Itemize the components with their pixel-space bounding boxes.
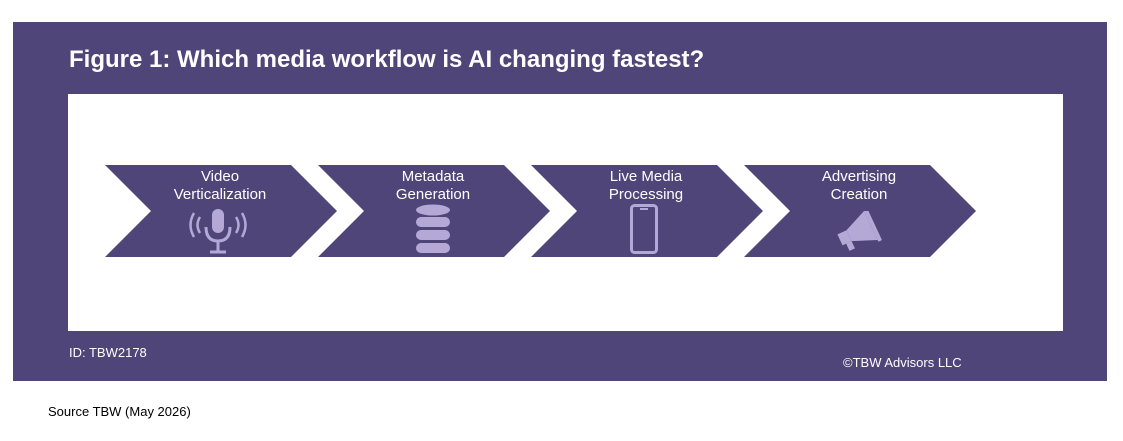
step-label-line2: Creation — [830, 186, 888, 203]
step-label-line2: Generation — [395, 186, 471, 203]
step-label: Live Media Processing — [581, 168, 711, 204]
process-step-advertising-creation: Advertising Creation — [744, 165, 976, 257]
chevron-shape — [744, 165, 976, 257]
step-label: Metadata Generation — [368, 168, 498, 204]
step-label-line2: Verticalization — [173, 186, 267, 203]
figure-frame: Figure 1: Which media workflow is AI cha… — [13, 22, 1107, 381]
step-label-line1: Advertising — [821, 168, 897, 185]
process-panel: Video Verticalization Metadata Genera — [68, 94, 1063, 331]
step-label: Advertising Creation — [794, 168, 924, 204]
database-icon — [416, 204, 450, 253]
smartphone-icon — [630, 204, 658, 254]
chevron-shape — [531, 165, 763, 257]
microphone-icon — [189, 209, 247, 254]
figure-id: ID: TBW2178 — [69, 345, 147, 360]
process-step-live-media-processing: Live Media Processing — [531, 165, 763, 257]
step-label: Video Verticalization — [155, 168, 285, 204]
step-label-line1: Metadata — [401, 168, 465, 185]
step-label-line1: Live Media — [609, 168, 683, 185]
source-note: Source TBW (May 2026) — [48, 404, 191, 419]
step-label-line1: Video — [200, 168, 240, 185]
step-label-line2: Processing — [608, 186, 684, 203]
copyright-notice: ©TBW Advisors LLC — [843, 355, 962, 370]
megaphone-icon — [837, 211, 882, 251]
process-step-video-verticalization: Video Verticalization — [105, 165, 337, 257]
process-step-metadata-generation: Metadata Generation — [318, 165, 550, 257]
figure-title: Figure 1: Which media workflow is AI cha… — [69, 46, 705, 73]
